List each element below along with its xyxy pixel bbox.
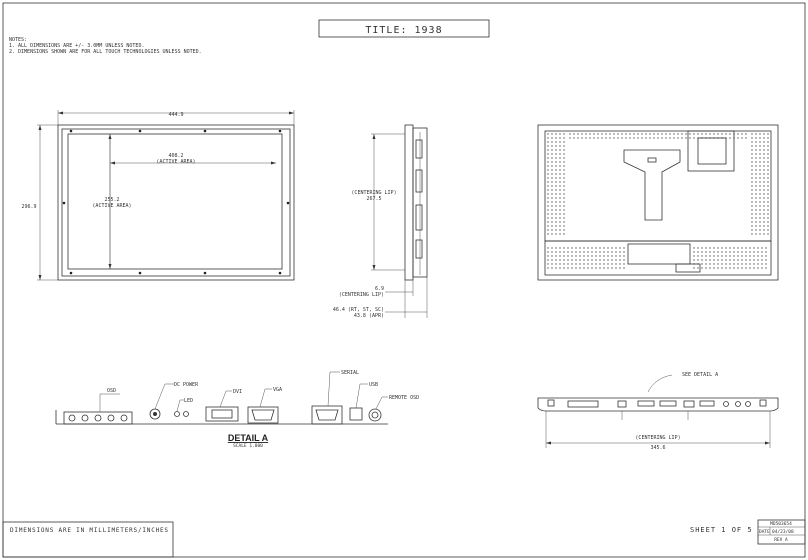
units-box [2, 521, 174, 558]
note-2: 2. DIMENSIONS SHOWN ARE FOR ALL TOUCH TE… [9, 49, 202, 55]
notes-heading: NOTES: [9, 37, 27, 43]
label-vga: VGA [273, 387, 282, 393]
title-text: TITLE: 1938 [365, 25, 442, 36]
units-note: DIMENSIONS ARE IN MILLIMETERS/INCHES [10, 527, 169, 534]
revision-value: REV A [774, 537, 788, 543]
label-osd: OSD [107, 388, 116, 394]
doc-number: MD503654 [770, 521, 792, 527]
side-view [371, 124, 428, 318]
active-width-label: 408.2 [168, 153, 183, 159]
note-1: 1. ALL DIMENSIONS ARE +/- 3.0MM UNLESS N… [9, 43, 144, 49]
active-height-label: 255.2 [104, 197, 119, 203]
side-depth: 46.4 (RT, ST, SC) [333, 307, 384, 313]
detail-a-scale: SCALE 1.000 [233, 443, 263, 449]
bottom-width-label: 345.6 [650, 445, 665, 451]
date-value: 04/23/08 [772, 529, 794, 535]
bottom-view [537, 374, 779, 448]
front-view [37, 110, 295, 281]
overall-height-label: 296.9 [21, 204, 36, 210]
title-box [318, 19, 490, 38]
bottom-centering-label: (CENTERING LIP) [635, 435, 680, 441]
detail-a-title: DETAIL A [228, 433, 269, 443]
label-led: LED [184, 398, 193, 404]
side-lip-height: 267.5 [366, 196, 381, 202]
rear-view [537, 124, 779, 281]
date-label: DATE [759, 529, 770, 535]
sheet-number: SHEET 1 OF 5 [690, 526, 753, 534]
label-usb: USB [369, 382, 378, 388]
label-serial: SERIAL [341, 370, 359, 376]
revision-box [757, 519, 806, 545]
overall-width-label: 444.9 [168, 112, 183, 118]
active-height-sub: (ACTIVE AREA) [92, 203, 131, 209]
side-centering-label: (CENTERING LIP) [351, 190, 396, 196]
active-width-sub: (ACTIVE AREA) [156, 159, 195, 165]
side-depth-sub: 43.8 (APR) [354, 313, 384, 319]
label-dvi: DVI [233, 389, 242, 395]
detail-a-view [55, 371, 388, 425]
label-remote-osd: REMOTE OSD [389, 395, 419, 401]
side-lip-depth: 6.9 [375, 286, 384, 292]
side-lip-depth-label: (CENTERING LIP) [339, 292, 384, 298]
label-dc-power: DC POWER [174, 382, 199, 388]
see-detail-label: SEE DETAIL A [682, 372, 718, 378]
